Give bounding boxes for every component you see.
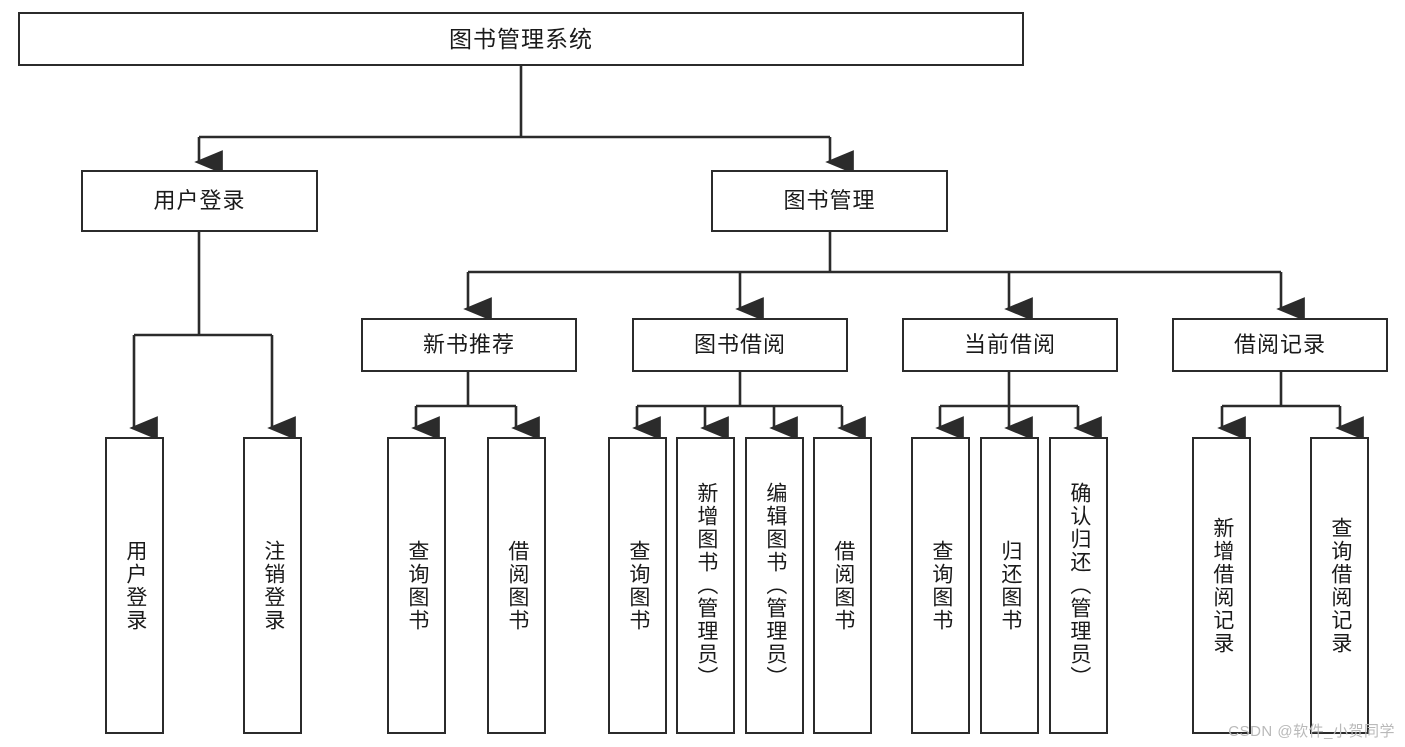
leaf-current-borrow-query-label: 查询图书 <box>929 539 953 632</box>
leaf-borrow-record-add[interactable]: 新增借阅记录 <box>1192 437 1251 734</box>
node-new-book-recommend-label: 新书推荐 <box>422 332 515 358</box>
node-borrow-record-label: 借阅记录 <box>1233 332 1326 358</box>
leaf-book-borrow-borrow-label: 借阅图书 <box>831 539 855 632</box>
leaf-current-borrow-query[interactable]: 查询图书 <box>911 437 970 734</box>
node-root-system-label: 图书管理系统 <box>449 25 593 52</box>
leaf-book-borrow-add[interactable]: 新增图书（管理员） <box>676 437 735 734</box>
leaf-new-book-query[interactable]: 查询图书 <box>387 437 446 734</box>
node-user-login-label: 用户登录 <box>153 188 246 214</box>
leaf-user-login-logout[interactable]: 注销登录 <box>243 437 302 734</box>
watermark-text: CSDN @软件_小贺同学 <box>1228 723 1395 740</box>
leaf-book-borrow-query[interactable]: 查询图书 <box>608 437 667 734</box>
node-book-borrow[interactable]: 图书借阅 <box>632 318 848 372</box>
node-borrow-record[interactable]: 借阅记录 <box>1172 318 1388 372</box>
leaf-borrow-record-add-label: 新增借阅记录 <box>1210 516 1234 655</box>
leaf-current-borrow-confirm-return-label: 确认归还（管理员） <box>1067 482 1091 689</box>
node-user-login[interactable]: 用户登录 <box>81 170 318 232</box>
leaf-current-borrow-confirm-return[interactable]: 确认归还（管理员） <box>1049 437 1108 734</box>
leaf-user-login-login-label: 用户登录 <box>123 539 147 632</box>
leaf-borrow-record-query[interactable]: 查询借阅记录 <box>1310 437 1369 734</box>
leaf-new-book-borrow-label: 借阅图书 <box>505 539 529 632</box>
leaf-new-book-query-label: 查询图书 <box>405 539 429 632</box>
leaf-borrow-record-query-label: 查询借阅记录 <box>1328 516 1352 655</box>
node-new-book-recommend[interactable]: 新书推荐 <box>361 318 577 372</box>
node-book-borrow-label: 图书借阅 <box>693 332 786 358</box>
node-root-system[interactable]: 图书管理系统 <box>18 12 1024 66</box>
node-book-manage-label: 图书管理 <box>783 188 876 214</box>
leaf-book-borrow-edit[interactable]: 编辑图书（管理员） <box>745 437 804 734</box>
leaf-book-borrow-add-label: 新增图书（管理员） <box>694 482 718 689</box>
leaf-current-borrow-return[interactable]: 归还图书 <box>980 437 1039 734</box>
node-book-manage[interactable]: 图书管理 <box>711 170 948 232</box>
leaf-book-borrow-borrow[interactable]: 借阅图书 <box>813 437 872 734</box>
leaf-book-borrow-edit-label: 编辑图书（管理员） <box>763 482 787 689</box>
leaf-new-book-borrow[interactable]: 借阅图书 <box>487 437 546 734</box>
node-current-borrow-label: 当前借阅 <box>963 332 1056 358</box>
leaf-book-borrow-query-label: 查询图书 <box>626 539 650 632</box>
leaf-current-borrow-return-label: 归还图书 <box>998 539 1022 632</box>
node-current-borrow[interactable]: 当前借阅 <box>902 318 1118 372</box>
leaf-user-login-logout-label: 注销登录 <box>261 539 285 632</box>
leaf-user-login-login[interactable]: 用户登录 <box>105 437 164 734</box>
